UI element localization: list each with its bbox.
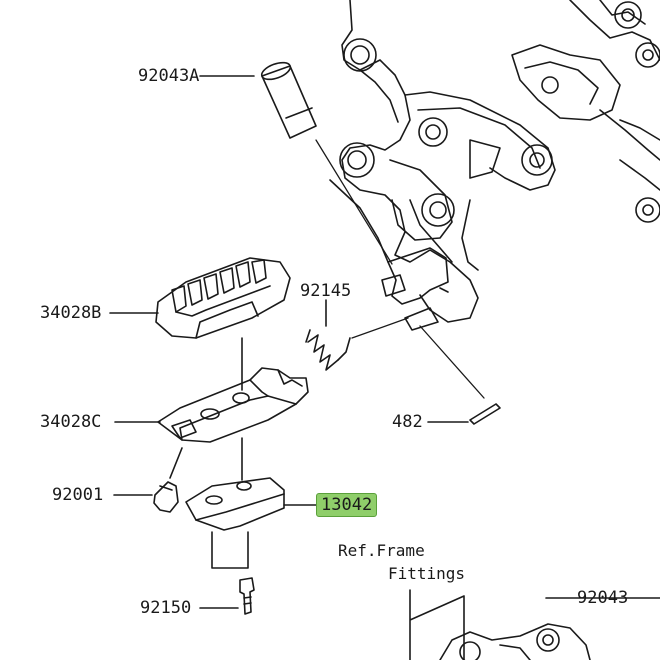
peg-clevis xyxy=(381,247,449,331)
bolt-92150 xyxy=(239,577,255,615)
ref-bracket-lines xyxy=(409,589,465,660)
lower-frame-casting xyxy=(439,623,591,660)
label-92043: 92043 xyxy=(577,588,629,608)
axis-pin-92043A xyxy=(315,139,393,265)
peg-rubber-34028B xyxy=(155,257,291,339)
ref-note-line1: Ref.Frame xyxy=(338,541,425,560)
label-34028C: 34028C xyxy=(40,412,102,432)
ref-note-line2: Fittings xyxy=(388,564,466,583)
bracket-bolt-92150 xyxy=(211,531,249,569)
label-92001: 92001 xyxy=(52,485,104,505)
label-482: 482 xyxy=(392,412,423,432)
bolt-92001 xyxy=(153,481,179,513)
cotter-pin-482 xyxy=(469,403,501,425)
label-92145: 92145 xyxy=(300,281,352,301)
axis-cotter xyxy=(419,325,485,399)
label-92150: 92150 xyxy=(140,598,192,618)
holder-13042 xyxy=(185,477,285,531)
pin-92043A xyxy=(260,61,317,139)
label-92043A: 92043A xyxy=(138,66,200,86)
frame-mount-bracket xyxy=(329,0,556,323)
label-34028B: 34028B xyxy=(40,303,102,323)
axis-spring xyxy=(351,317,409,339)
axis-bolt-92001 xyxy=(169,447,183,479)
peg-34028C xyxy=(157,367,309,443)
upper-right-casting xyxy=(511,0,660,223)
label-13042-highlighted[interactable]: 13042 xyxy=(316,493,378,517)
spring-92145 xyxy=(305,329,351,371)
